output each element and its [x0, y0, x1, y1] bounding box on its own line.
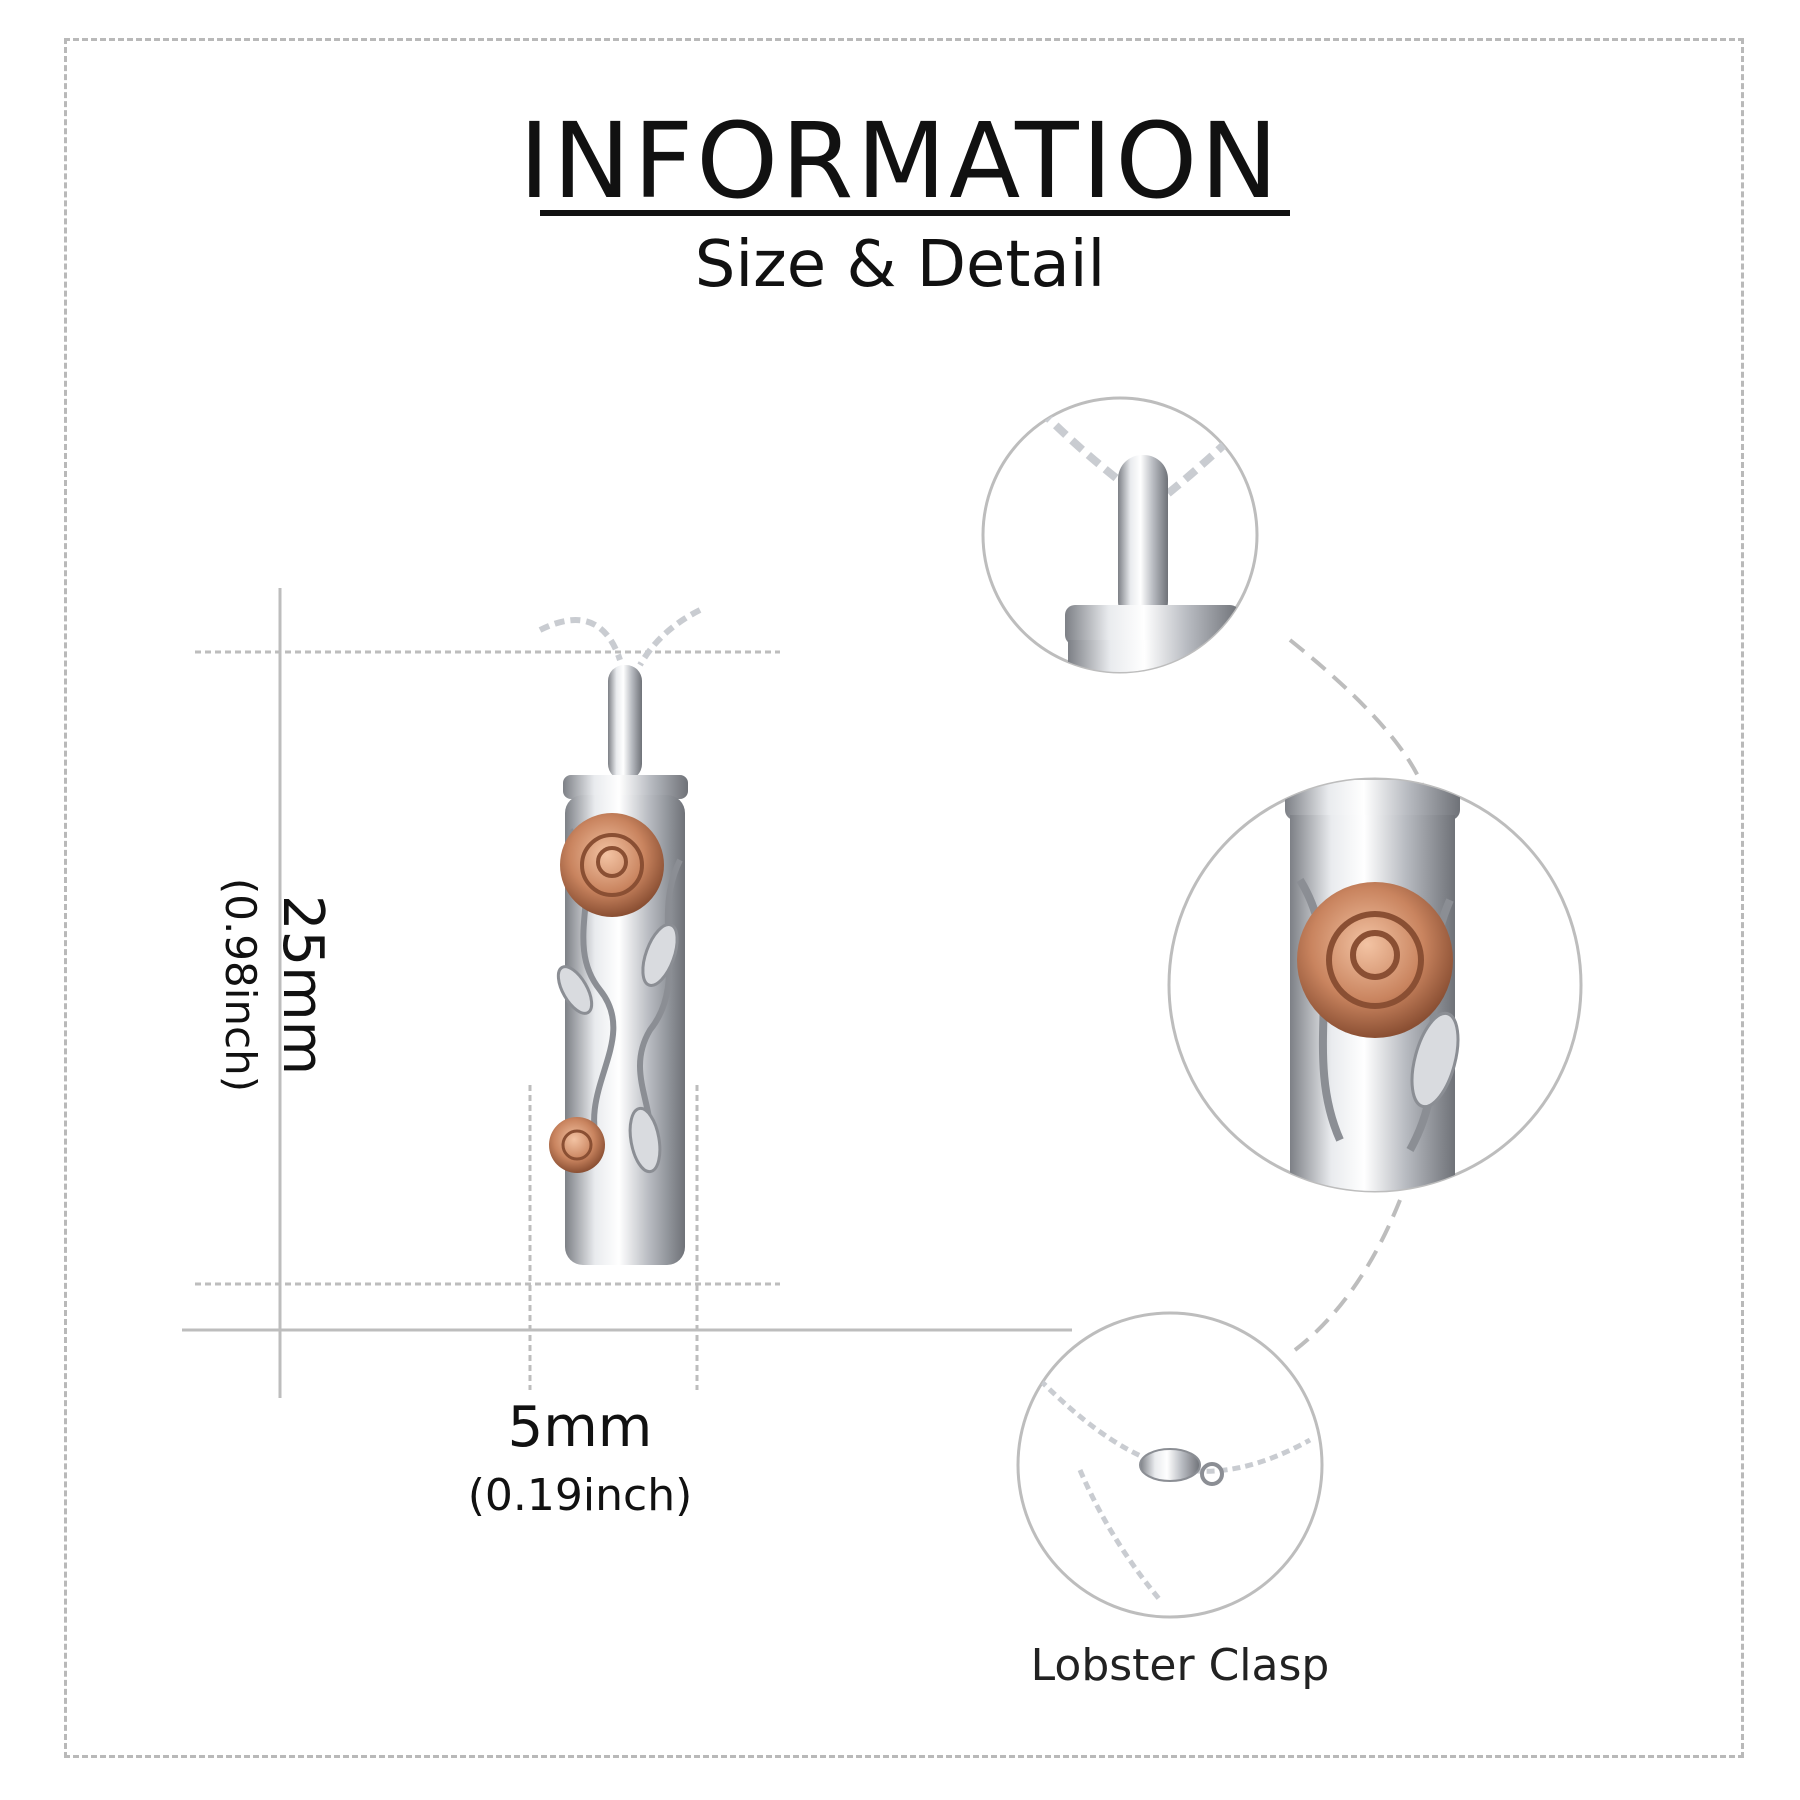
page-title: INFORMATION: [518, 100, 1282, 222]
detail-bail: [981, 396, 1259, 674]
detail-rose: [1167, 777, 1583, 1193]
page-subtitle: Size & Detail: [694, 228, 1106, 302]
clasp-caption: Lobster Clasp: [1030, 1640, 1330, 1691]
length-metric: 25mm: [270, 894, 335, 1076]
pendant-main: [538, 607, 702, 1265]
dimension-guides: [182, 588, 1072, 1398]
length-imperial: (0.98inch): [216, 877, 265, 1093]
detail-clasp: [1016, 1311, 1324, 1619]
width-imperial: (0.19inch): [467, 1470, 693, 1521]
title-underline: [540, 210, 1290, 216]
dashed-frame: [64, 38, 1744, 1758]
width-metric: 5mm: [507, 1395, 653, 1460]
